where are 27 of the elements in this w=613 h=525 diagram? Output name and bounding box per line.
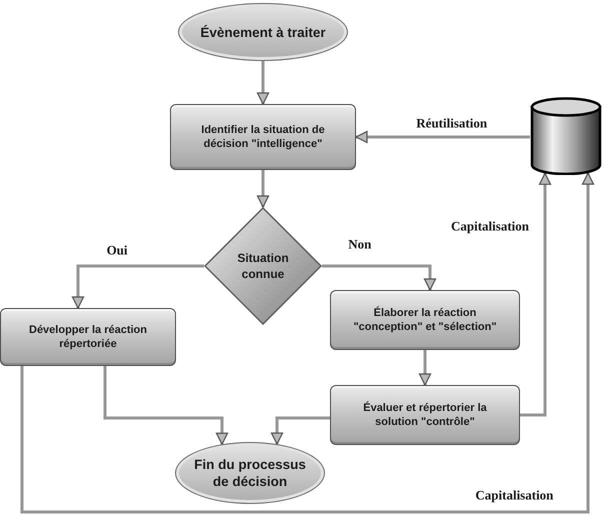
process-box (330, 290, 520, 350)
arrow (520, 172, 552, 416)
database-cylinder (530, 97, 602, 175)
process-box (170, 104, 356, 170)
arrow (256, 170, 270, 208)
node-label: Évaluer et répertorier la solution "contrôle" (362, 401, 488, 429)
process-box (0, 308, 176, 366)
edge-label: Oui (104, 242, 130, 258)
arrow (72, 264, 204, 309)
arrow (104, 366, 228, 445)
arrow (20, 172, 594, 514)
edge-label: Capitalisation (473, 488, 556, 502)
process-box (330, 385, 520, 445)
arrow (322, 264, 436, 291)
edge-label: Réutilisation (414, 116, 490, 130)
node-label: Développer la réaction répertoriée (28, 323, 148, 351)
edge-label: Capitalisation (449, 218, 531, 234)
node-label: Évènement à traiter (200, 24, 326, 40)
arrow (256, 61, 270, 105)
node-label: Élaborer la réaction "conception" et "sélection" (352, 306, 498, 334)
decision-diamond (204, 207, 322, 325)
arrow (270, 416, 330, 445)
node-label: Situation connue (236, 250, 290, 282)
node-label: Fin du processus de décision (193, 456, 307, 490)
node-label: Identifier la situation de décision "intelligence" (200, 123, 326, 151)
arrow (418, 350, 432, 386)
arrow (355, 130, 530, 144)
